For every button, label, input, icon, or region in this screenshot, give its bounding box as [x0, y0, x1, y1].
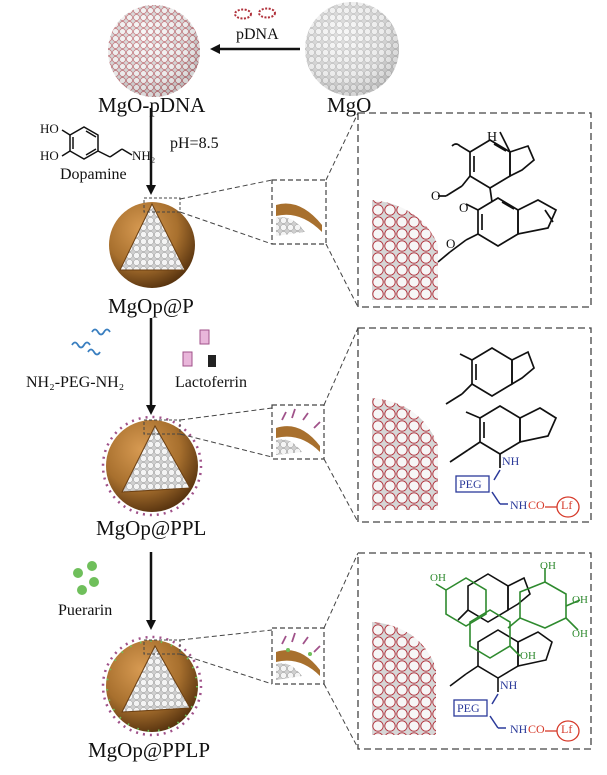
- label-mgop-p: MgOp@P: [108, 294, 194, 318]
- panel3-nhco-co: CO: [528, 722, 545, 736]
- zoom-line: [323, 458, 359, 523]
- peg-chain-icon: [71, 328, 111, 356]
- label-nh2-peg-nh2: NH₂-PEG-NH₂: [26, 374, 125, 391]
- svg-text:O: O: [431, 188, 440, 203]
- detail-panel-3: [357, 552, 592, 750]
- zoom-inset-1: [271, 179, 327, 245]
- zoom-line: [179, 653, 273, 685]
- panel3-oh-4: OH: [572, 628, 588, 640]
- zoom-line: [323, 683, 359, 749]
- label-dopamine: Dopamine: [60, 166, 127, 183]
- mgo-pdna-sphere: [108, 5, 200, 97]
- nh-label: H: [487, 130, 497, 145]
- label-mgo: MgO: [327, 93, 372, 117]
- panel2-lf-label: Lf: [561, 498, 573, 512]
- panel3-nh-label: NH: [500, 678, 518, 692]
- peg-box: [453, 699, 488, 717]
- zoom-line: [323, 552, 359, 629]
- label-mgop-pplp: MgOp@PPLP: [88, 738, 211, 762]
- zoom-line: [323, 327, 359, 406]
- panel2-nhco-nh: NH: [510, 498, 528, 512]
- detail-panel-2: [357, 327, 592, 523]
- panel3-peg-label: PEG: [457, 701, 480, 715]
- panel3-nhco-nh: NH: [510, 722, 528, 736]
- label-puerarin: Puerarin: [58, 602, 113, 619]
- zoom-inset-3: [271, 627, 325, 685]
- zoom-line: [325, 112, 359, 181]
- panel2-nh-label: NH: [502, 454, 520, 468]
- zoom-line: [179, 407, 273, 421]
- mgop-pplp-sphere: [101, 635, 203, 737]
- label-pdna: pDNA: [236, 26, 279, 43]
- panel2-peg-label: PEG: [459, 477, 482, 491]
- label-mgop-ppl: MgOp@PPL: [96, 516, 207, 540]
- zoom-line: [325, 243, 359, 308]
- panel3-oh-1: OH: [430, 572, 446, 584]
- mgop-ppl-sphere: [101, 415, 203, 517]
- panel3-lf-label: Lf: [561, 722, 573, 736]
- zoom-line: [179, 629, 273, 641]
- mgo-sphere: [305, 2, 399, 96]
- peg-box: [455, 475, 490, 493]
- svg-text:O: O: [446, 236, 455, 251]
- lactoferrin-icon: [182, 329, 216, 367]
- label-ph: pH=8.5: [170, 135, 219, 152]
- zoom-line: [179, 179, 273, 200]
- label-mgo-pdna: MgO-pDNA: [98, 93, 206, 117]
- label-lactoferrin: Lactoferrin: [175, 374, 247, 391]
- pdna-icon: [234, 7, 276, 20]
- panel2-nhco-co: CO: [528, 498, 545, 512]
- zoom-line: [179, 211, 273, 245]
- panel3-oh-5: OH: [520, 650, 536, 662]
- zoom-inset-2: [271, 404, 325, 460]
- dopamine-nh2: NH₂: [132, 148, 156, 163]
- mgop-p-sphere: [109, 197, 195, 288]
- puerarin-icon: [73, 561, 99, 595]
- detail-panel-1: H O O O: [357, 112, 592, 308]
- svg-text:O: O: [459, 200, 468, 215]
- dopamine-structure: [61, 126, 133, 160]
- panel3-oh-2: OH: [540, 560, 556, 572]
- dopamine-ho-2: HO: [40, 148, 59, 163]
- panel3-oh-3: OH: [572, 594, 588, 606]
- dopamine-ho-1: HO: [40, 121, 59, 136]
